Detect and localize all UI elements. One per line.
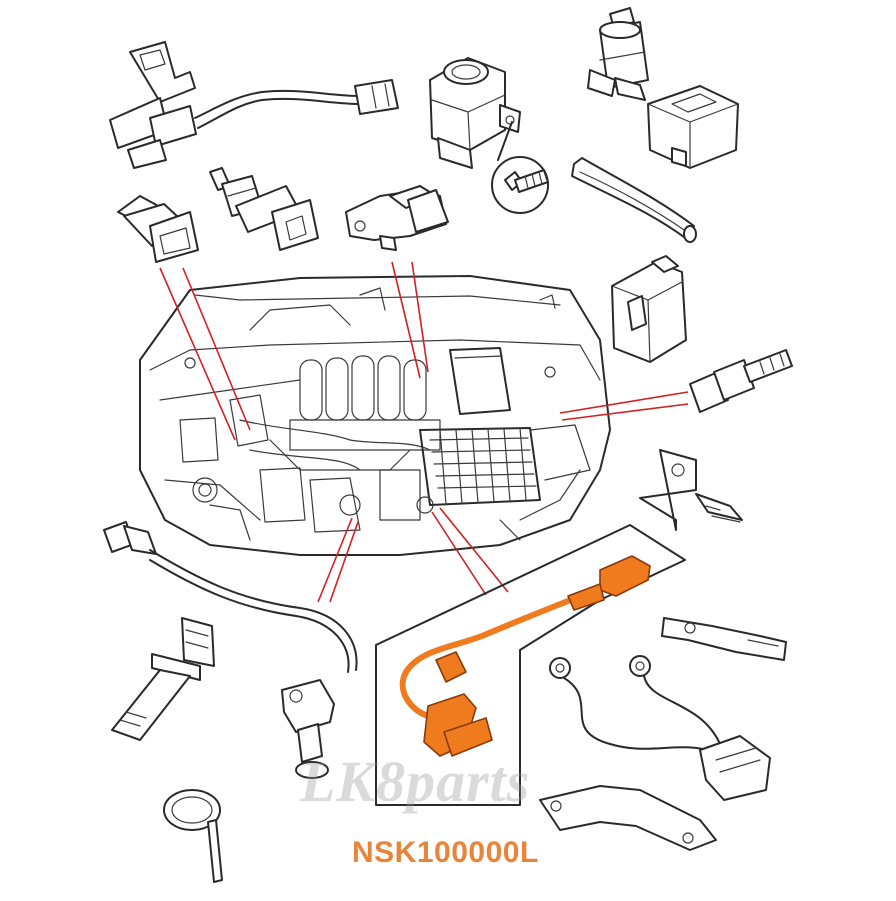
idle-valve-icon: [587, 7, 649, 101]
bracket-bottom-icon: [539, 785, 717, 851]
bolt-icon: [491, 121, 549, 214]
crankshaft-sensor-cable-icon: [103, 521, 358, 779]
map-sensor-icon: [647, 85, 739, 169]
temperature-switch-icon: [117, 195, 199, 263]
highlighted-camshaft-sensor-icon: [399, 555, 651, 757]
leader-lines: [159, 261, 689, 603]
vacuum-hose-icon: [571, 157, 697, 243]
knock-sensor-icon: [549, 655, 771, 801]
engine-bay-icon: [139, 275, 611, 556]
bracket-icon: [639, 449, 743, 531]
temperature-sender-icon: [689, 349, 793, 413]
crankshaft-sensor-icon: [611, 255, 687, 363]
camshaft-sensor-icon: [345, 185, 449, 251]
bracket-left-icon: [111, 617, 215, 741]
part-number-label: NSK100000L: [352, 836, 539, 869]
oxygen-sensor-icon: [109, 41, 399, 169]
highlight-box: [375, 524, 686, 806]
coolant-sensor-icon: [209, 167, 319, 251]
cable-tie-icon: [163, 789, 223, 883]
watermark: LK8parts: [300, 749, 531, 814]
throttle-position-sensor-icon: [429, 57, 521, 169]
bracket-right-icon: [661, 617, 787, 661]
